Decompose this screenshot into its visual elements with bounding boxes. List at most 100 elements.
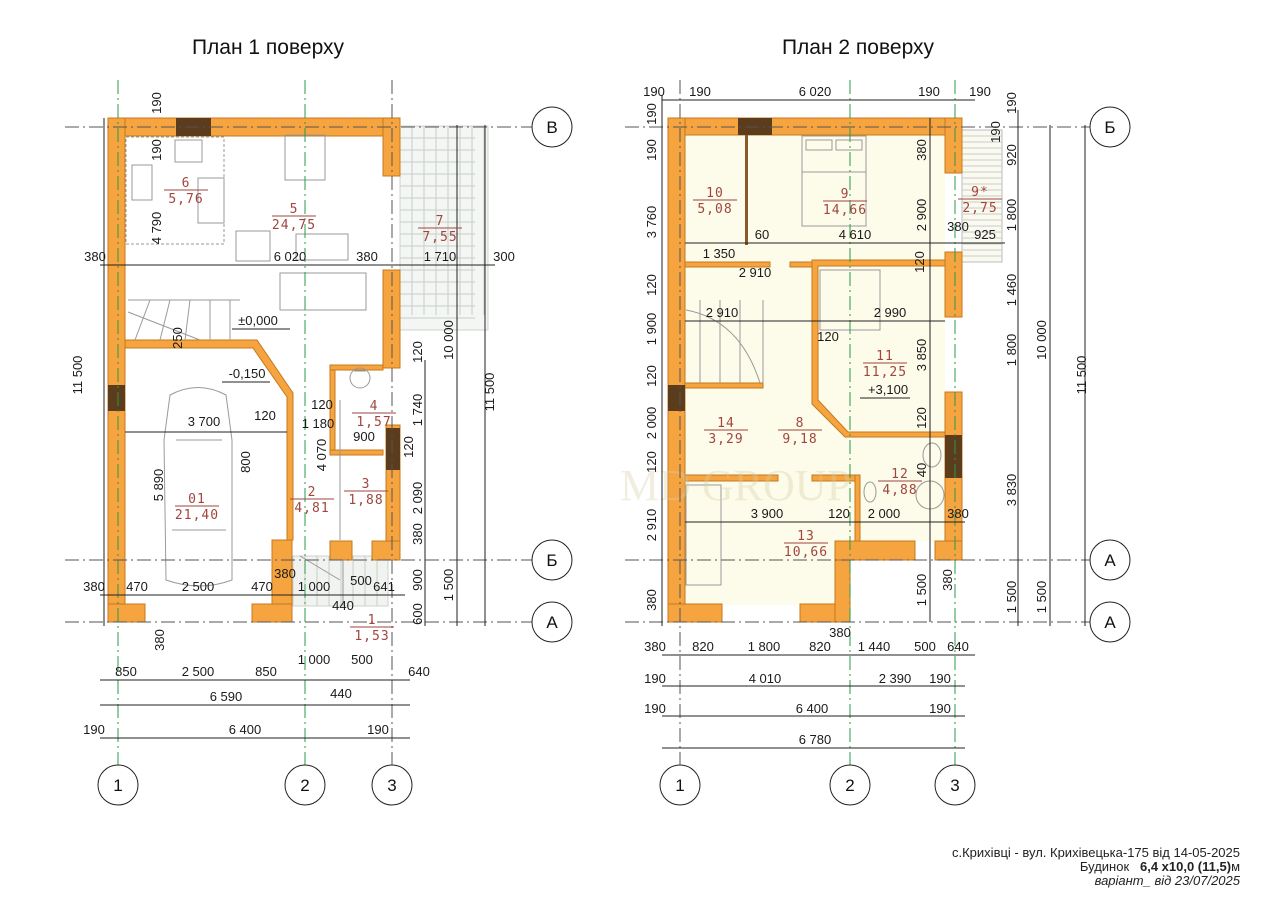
floor1-dimension-label: 900 (353, 429, 375, 444)
variant-date: варіант_ від 23/07/2025 (1094, 873, 1240, 888)
floor1-title: План 1 поверху (192, 36, 345, 59)
floor2-dimension-label: 6 400 (796, 701, 829, 716)
room-number: 1 (368, 613, 377, 628)
floor2-dimension-label: 1 500 (914, 574, 929, 607)
floor1-dimension-label: 900 (410, 569, 425, 591)
axis-label: 2 (845, 776, 854, 795)
room-area: 10,66 (784, 545, 828, 560)
room-label: 914,66 (823, 187, 867, 218)
floor1-dimension-label: 380 (84, 249, 106, 264)
floor1-dimension-label: 440 (330, 686, 352, 701)
floor2-balcony (961, 129, 1003, 263)
floor2-dimension-label: 60 (755, 227, 769, 242)
floor2-dimension-label: 6 780 (799, 732, 832, 747)
floor2-dimension-label: 820 (809, 639, 831, 654)
floor1-dimension-label: 440 (332, 598, 354, 613)
floor2-dimension-label: 380 (914, 139, 929, 161)
floor2-dimension-label: 2 000 (868, 506, 901, 521)
floor2-dimension-label: 190 (644, 701, 666, 716)
axis-lines (65, 80, 1090, 765)
floor2-dimension-label: 120 (644, 365, 659, 387)
floor1-dimension-label: 3 700 (188, 414, 221, 429)
ventilation-shaft-icon (108, 385, 125, 411)
floor2-dimension-label: 190 (918, 84, 940, 99)
floor2-dimension-label: 380 (644, 639, 666, 654)
floor2-dimension-label: 1 500 (1034, 581, 1049, 614)
axis-label: 3 (950, 776, 959, 795)
floor2-dimension-label: 190 (643, 84, 665, 99)
axis-label: 1 (675, 776, 684, 795)
floor1-dimension-label: 2 500 (182, 579, 215, 594)
level-marks: ±0,000 -0,150 +3,100 (222, 313, 910, 399)
floor1-dimension-label: 380 (83, 579, 105, 594)
floor1-dimension-label: 6 020 (274, 249, 307, 264)
room-label: 105,08 (693, 186, 737, 217)
floor1-dimension-label: 4 790 (149, 212, 164, 245)
floor1-dimension-label: 2 090 (410, 482, 425, 515)
floor1-dimension-label: 190 (83, 722, 105, 737)
floor2-dimension-label: 10 000 (1034, 320, 1049, 360)
title-block: с.Крихівці - вул. Крихівецька-175 від 14… (952, 846, 1240, 888)
floor2-dimension-label: 920 (1004, 144, 1019, 166)
room-label: 524,75 (272, 202, 316, 233)
axis-label: В (546, 118, 557, 137)
room-number: 9* (971, 185, 989, 200)
floor2-dimension-label: 190 (929, 671, 951, 686)
axis-row-marker: Б (531, 539, 573, 581)
axis-column-marker: 1 (97, 764, 139, 806)
floor1-dimension-label: 1 500 (441, 569, 456, 602)
room-number: 4 (370, 399, 379, 414)
floor2-dimension-label: 820 (692, 639, 714, 654)
room-label: 24,81 (290, 485, 334, 516)
floor1-dimension-label: 120 (311, 397, 333, 412)
axis-label: А (1104, 551, 1116, 570)
floor1-dimension-label: 5 890 (151, 469, 166, 502)
project-address: с.Крихівці - вул. Крихівецька-175 від 14… (952, 845, 1240, 860)
room-label: 124,88 (878, 467, 922, 498)
floor2-dimension-label: 120 (644, 451, 659, 473)
axis-row-marker: А (1089, 539, 1131, 581)
stairs-icon (685, 300, 764, 384)
room-area: 3,29 (708, 432, 743, 447)
floor2-dimension-label: 380 (829, 625, 851, 640)
floor2-dimension-label: 190 (969, 84, 991, 99)
floor2-dimension-label: 380 (940, 569, 955, 591)
floor2-dimension-label: 120 (914, 407, 929, 429)
floor2-dimension-label: 1 900 (644, 313, 659, 346)
floor2-dimension-label: 6 020 (799, 84, 832, 99)
ventilation-shaft-icon (386, 428, 400, 470)
floor1-terrace (399, 125, 489, 331)
coffee-table-icon (295, 233, 349, 261)
room-label: 143,29 (704, 416, 748, 447)
room-number: 7 (436, 214, 445, 229)
room-label: 77,55 (418, 214, 462, 245)
floor1-dimension-label: 250 (170, 327, 185, 349)
double-bed-icon (801, 135, 867, 227)
room-area: 4,81 (294, 501, 329, 516)
floor2-dimension-label: 1 460 (1004, 274, 1019, 307)
floor2-dimension-label: 2 910 (644, 509, 659, 542)
floor1-dimension-label: 1 180 (302, 416, 335, 431)
floor1-dimension-label: 850 (115, 664, 137, 679)
floor2-room-labels: 105,08914,669*2,751111,25143,2989,18124,… (693, 185, 1002, 560)
room-area: 1,88 (348, 493, 383, 508)
level-mark: +3,100 (868, 382, 908, 397)
floor2-dimension-label: 120 (644, 274, 659, 296)
floor1-dimension-label: 380 (410, 523, 425, 545)
floor1-dimension-label: 380 (274, 566, 296, 581)
room-area: 2,75 (962, 201, 997, 216)
single-bed-icon (685, 484, 722, 586)
room-number: 3 (362, 477, 371, 492)
building-size: 6,4 х10,0 (11,5) (1139, 859, 1232, 874)
axis-label: А (546, 613, 558, 632)
floor1-dimension-label: 850 (255, 664, 277, 679)
floor1-dimension-label: 470 (126, 579, 148, 594)
floor1-dimension-label: 1 710 (424, 249, 457, 264)
room-number: 2 (308, 485, 317, 500)
floor1-dimension-label: 190 (149, 139, 164, 161)
floor2-dimension-label: 2 910 (706, 305, 739, 320)
